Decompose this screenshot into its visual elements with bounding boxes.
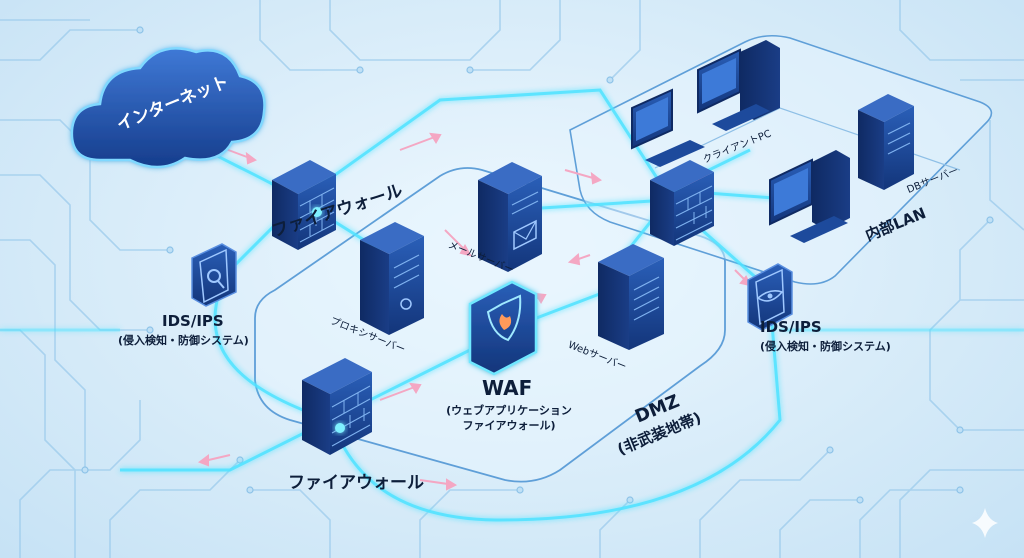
circuit-nodes [81, 26, 994, 504]
ids-right-shield-icon [747, 263, 793, 331]
waf-subtitle-line2: ファイアウォール) [462, 419, 556, 432]
waf-title: WAF [482, 376, 533, 400]
firewall-bottom-label: ファイアウォール [288, 473, 424, 493]
ids-left-shield-icon [191, 243, 237, 307]
ids-left-subtitle: (侵入検知・防御システム) [118, 334, 249, 347]
mail-server-icon [478, 162, 542, 272]
waf-shield-icon [468, 280, 538, 376]
client-pc-icon-3 [769, 150, 850, 243]
firewall-bottom-icon [302, 358, 372, 455]
firewall-right-icon [650, 160, 714, 246]
proxy-server-icon [360, 222, 424, 335]
ids-right-subtitle: (侵入検知・防御システム) [760, 340, 891, 353]
internet-cloud-icon [70, 47, 266, 169]
waf-subtitle-line1: (ウェブアプリケーション [446, 404, 572, 417]
client-pc-icon-2 [697, 40, 780, 131]
firewall-top-icon [272, 160, 336, 250]
db-server-icon [858, 94, 914, 190]
ids-right-title: IDS/IPS [760, 318, 822, 336]
sparkle-icon [972, 508, 998, 538]
ids-left-title: IDS/IPS [162, 312, 224, 330]
client-pc-icon-1 [631, 88, 705, 167]
web-server-icon [598, 244, 664, 350]
